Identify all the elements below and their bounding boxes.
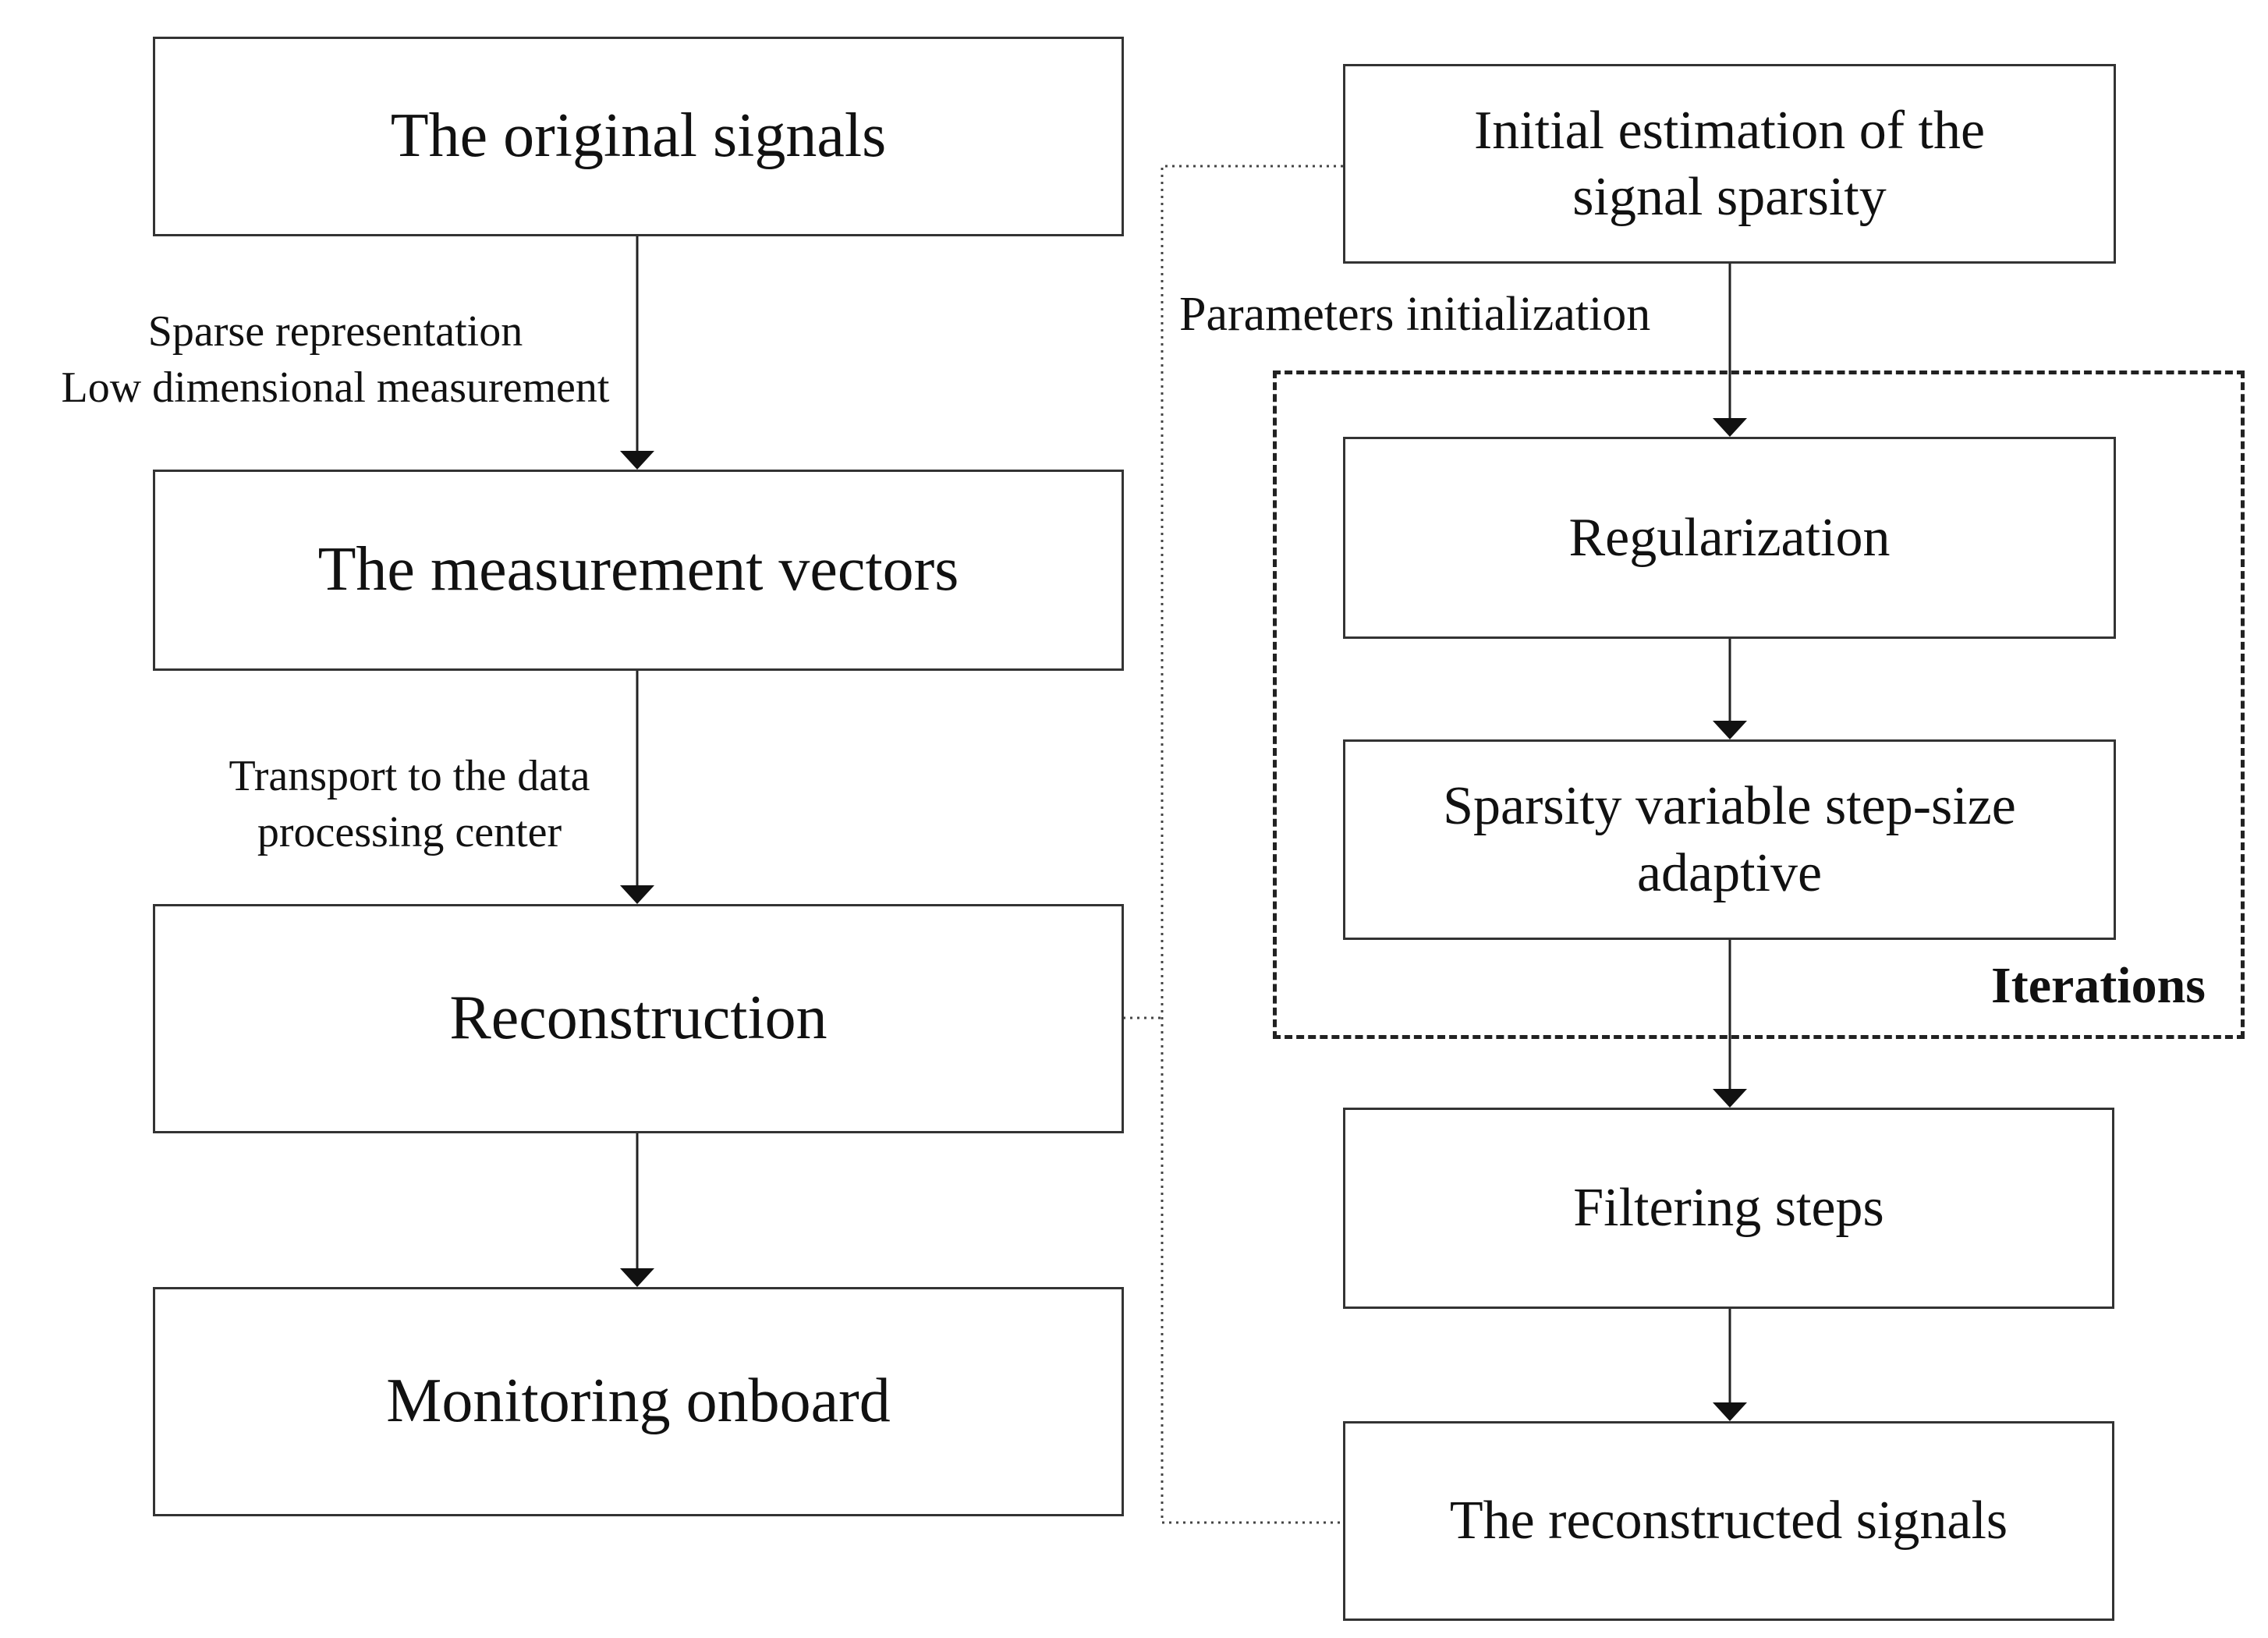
sparsity-adaptive-text: Sparsity variable step-size adaptive xyxy=(1443,776,2016,903)
reconstructed-signals-box: The reconstructed signals xyxy=(1343,1421,2114,1621)
filtering-steps-box: Filtering steps xyxy=(1343,1108,2114,1309)
regularization-box: Regularization xyxy=(1343,437,2116,639)
original-signals-text: The original signals xyxy=(390,101,887,171)
sparsity-adaptive-box: Sparsity variable step-size adaptive xyxy=(1343,739,2116,940)
monitoring-onboard-text: Monitoring onboard xyxy=(386,1367,891,1436)
iterations-label: Iterations xyxy=(1991,957,2206,1014)
initial-estimation-text: Initial estimation of the signal sparsit… xyxy=(1473,100,1986,227)
arrow-reconstruction-to-monitoring xyxy=(620,1133,654,1287)
filtering-steps-text: Filtering steps xyxy=(1573,1178,1884,1239)
reconstructed-signals-text: The reconstructed signals xyxy=(1449,1491,2008,1551)
initial-estimation-box: Initial estimation of the signal sparsit… xyxy=(1343,64,2116,264)
parameters-initialization-label: Parameters initialization xyxy=(1179,288,1651,341)
monitoring-onboard-box: Monitoring onboard xyxy=(153,1287,1124,1516)
reconstruction-text: Reconstruction xyxy=(449,984,827,1053)
reconstruction-box: Reconstruction xyxy=(153,904,1124,1133)
measurement-vectors-box: The measurement vectors xyxy=(153,470,1124,671)
measurement-vectors-text: The measurement vectors xyxy=(317,535,959,604)
original-signals-box: The original signals xyxy=(153,37,1124,236)
regularization-text: Regularization xyxy=(1568,507,1891,568)
transport-label: Transport to the data processing center xyxy=(229,752,590,856)
arrow-filtering-to-reconstructed xyxy=(1713,1309,1747,1421)
sparse-representation-label: Sparse representation Low dimensional me… xyxy=(61,307,610,412)
